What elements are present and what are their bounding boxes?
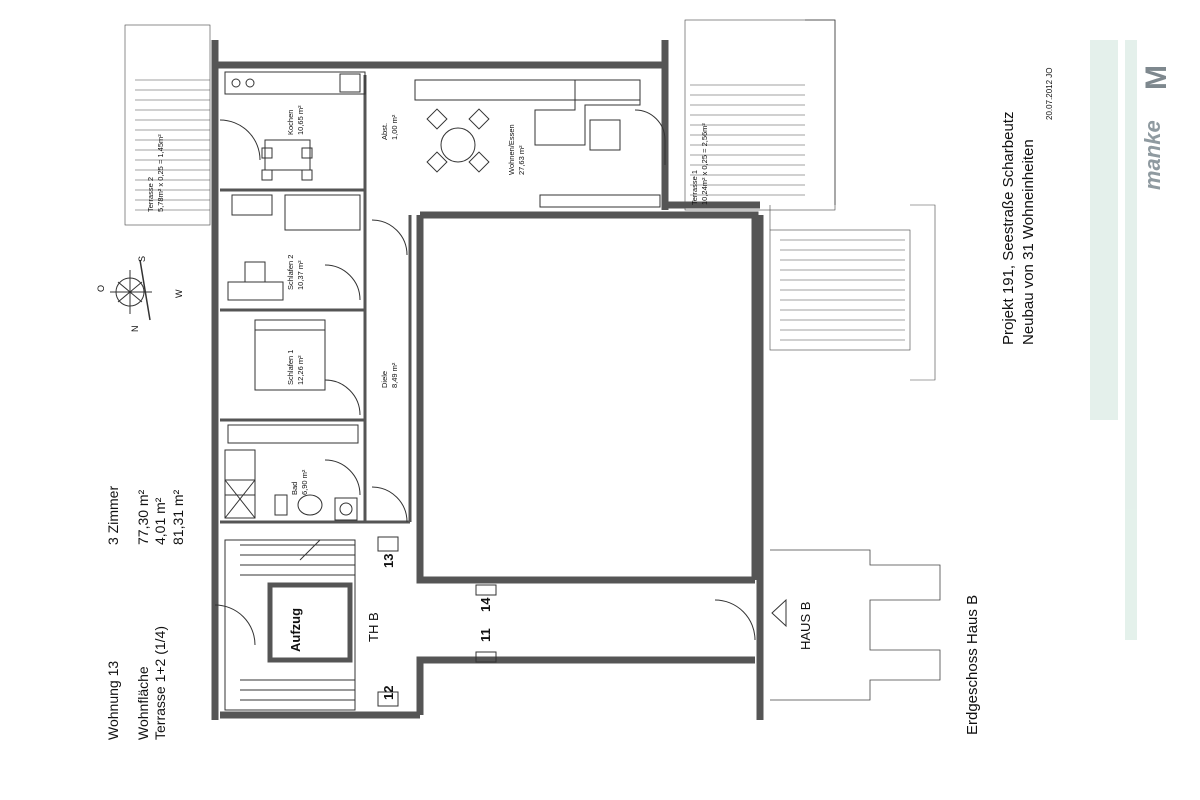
room-wohnen-name: Wohnen/Essen <box>507 124 516 175</box>
elevator <box>267 582 353 663</box>
stair-label: TH B <box>366 612 381 642</box>
compass-n: N <box>130 325 140 333</box>
rooms-count: 3 Zimmer <box>105 485 121 545</box>
room-schlafen2-area: 10,37 m² <box>296 260 305 290</box>
area-label: Wohnfläche <box>135 666 151 740</box>
compass-s: S <box>137 255 147 262</box>
exterior-planters <box>770 19 941 701</box>
area-value: 77,30 m² <box>135 489 151 545</box>
room-kochen-area: 10,65 m² <box>296 105 305 135</box>
room-schlafen1-area: 12,26 m² <box>296 355 305 385</box>
dining-table <box>426 108 490 173</box>
room-diele-name: Diele <box>380 370 389 388</box>
watermark-bars <box>1090 40 1137 640</box>
exterior-stairs <box>769 204 936 381</box>
room-terrasse1-area: 10,24m² x 0,25 = 2,56m² <box>700 123 709 205</box>
room-terrasse2-name: Terrasse 2 <box>146 176 155 212</box>
room-schlafen1-name: Schlafen 1 <box>286 349 295 385</box>
unit-markers <box>377 536 497 707</box>
elevator-label: Aufzug <box>288 607 303 652</box>
room-wohnen-area: 27,63 m² <box>517 145 526 175</box>
unit-13-label: 13 <box>381 553 396 568</box>
terrace-label: Terrasse 1+2 (1/4) <box>152 626 168 740</box>
beds <box>227 194 361 444</box>
compass-icon <box>110 259 152 321</box>
project-date: 20.07.2012 JO <box>1045 67 1054 120</box>
house-b-triangle <box>771 598 787 628</box>
room-diele-area: 8,49 m² <box>390 362 399 388</box>
stairwell <box>224 539 356 711</box>
inner-walls <box>220 75 412 524</box>
brand-logo: manke <box>1140 120 1165 190</box>
room-bad-name: Bad <box>290 481 299 495</box>
compass-w: W <box>174 289 184 299</box>
sofa <box>534 79 661 208</box>
unit-11-label: 11 <box>478 628 493 642</box>
unit-12-label: 12 <box>381 685 396 700</box>
brand-mark: M <box>1140 65 1173 90</box>
room-abst-area: 1,00 m² <box>390 114 399 140</box>
bathroom-fixtures <box>224 449 358 521</box>
unit-14-label: 14 <box>478 597 493 612</box>
terrace-value: 4,01 m² <box>152 497 168 545</box>
total-value: 81,31 m² <box>170 489 186 545</box>
terrace-2-area <box>124 24 211 226</box>
room-terrasse1-name: Terrasse 1 <box>690 169 699 205</box>
project-line1: Projekt 191, Seestraße Scharbeutz <box>1000 111 1017 345</box>
room-kochen-name: Kochen <box>286 109 295 135</box>
floor-label: Erdgeschoss Haus B <box>964 594 981 735</box>
room-schlafen2-name: Schlafen 2 <box>286 254 295 290</box>
house-label: HAUS B <box>798 601 813 650</box>
walls <box>211 40 764 720</box>
terrace-1-area <box>684 19 836 211</box>
room-abst-name: Abst. <box>380 122 389 140</box>
room-terrasse2-area: 5,78m² x 0,25 = 1,45m² <box>156 134 165 212</box>
doors <box>214 109 756 646</box>
compass-o: O <box>96 284 106 292</box>
room-bad-area: 6,90 m² <box>300 469 309 495</box>
project-line2: Neubau von 31 Wohneinheiten <box>1020 139 1037 345</box>
apartment-title: Wohnung 13 <box>105 660 121 740</box>
